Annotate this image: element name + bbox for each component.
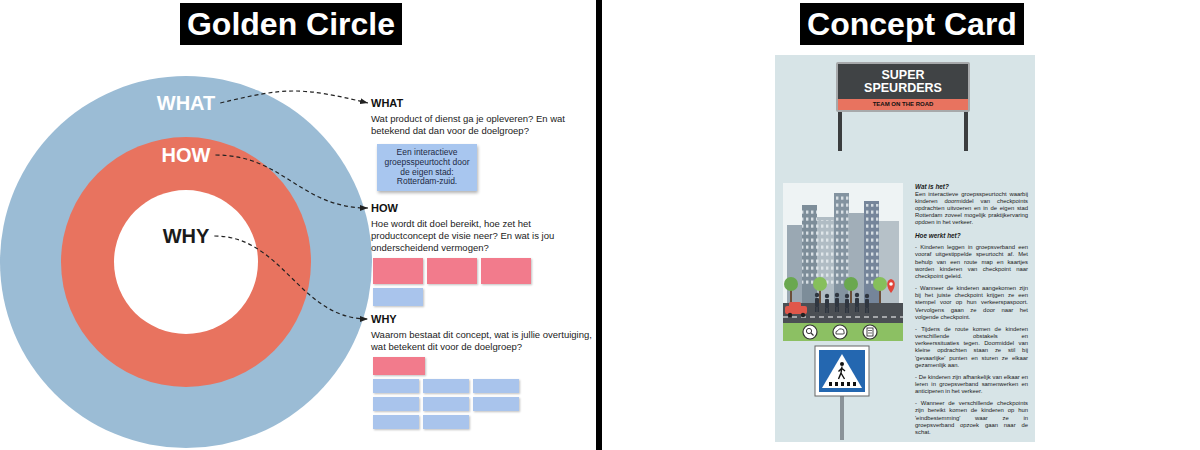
location-pin-dot [889, 282, 893, 286]
title-holder: Concept Card [786, 3, 1038, 45]
ring-fill [0, 76, 372, 448]
note-row [371, 415, 593, 429]
blank-sticky-note [423, 397, 469, 411]
question-section: WHY Waarom bestaat dit concept, wat is ju… [371, 312, 593, 429]
note-row [371, 397, 593, 411]
section-question: Wat product of dienst ga je opleveren? E… [371, 113, 593, 137]
red-car [785, 302, 807, 317]
blank-sticky-note [373, 258, 423, 284]
question-section: HOW Hoe wordt dit doel bereikt, hoe zet h… [371, 201, 593, 306]
section-heading: HOW [371, 201, 593, 215]
blank-sticky-note [373, 379, 419, 393]
card-paragraph: - Tijdens de route komen de kinderen ver… [915, 326, 1028, 369]
ring-label: WHY [163, 224, 210, 248]
golden-circle-ring: WHAT HOW WHY [0, 76, 372, 448]
section-heading: WHY [371, 312, 593, 326]
golden-circle-ring: HOW WHY [61, 137, 311, 387]
card-paragraph: - Wanneer de verschillende checkpoints z… [915, 400, 1028, 436]
grass-strip [783, 323, 903, 341]
divider-line [596, 0, 602, 450]
question-section: WHAT Wat product of dienst ga je oplevere… [371, 96, 593, 137]
card-paragraph: - Wanneer de kinderen aangekomen zijn bi… [915, 285, 1028, 321]
ring-fill [61, 137, 311, 387]
note-row [371, 357, 593, 375]
section-heading: WHAT [371, 96, 593, 110]
sticky-text: Een interactieve groepsspeurtocht door d… [382, 148, 472, 187]
title-holder: Golden Circle [168, 3, 414, 45]
street-sign: SUPER SPEURDERSTEAM ON THE ROAD [836, 62, 970, 112]
ring-label: WHAT [157, 91, 216, 115]
blank-sticky-note [423, 379, 469, 393]
location-pin [887, 279, 895, 293]
blank-sticky-note [373, 415, 419, 429]
card-heading: Wat is het? [915, 183, 1028, 191]
card-paragraph: - Kinderen leggen in groepsverband een v… [915, 244, 1028, 280]
city-buildings [787, 193, 899, 305]
golden-circle-ring: WHY [114, 190, 258, 334]
title-banner: Concept Card [800, 3, 1024, 45]
blank-sticky-note [423, 415, 469, 429]
blank-sticky-note [473, 379, 519, 393]
sign-band: TEAM ON THE ROAD [838, 99, 968, 110]
title-banner: Golden Circle [180, 3, 402, 45]
blank-sticky-note [373, 357, 425, 375]
sticky-note: Een interactieve groepsspeurtocht door d… [377, 144, 477, 191]
card-heading: Hoe werkt het? [915, 232, 1028, 240]
note-row [371, 258, 593, 284]
blank-sticky-note [427, 258, 477, 284]
ring-label: HOW [162, 143, 211, 167]
concept-card: Wat is het?Een interactieve groepsspeurt… [775, 55, 1035, 442]
road-marking [783, 317, 903, 318]
sign-title: SUPER SPEURDERS [857, 64, 949, 99]
icon-row [803, 325, 877, 339]
blank-sticky-note [373, 288, 423, 306]
card-paragraph: - De kinderen zijn afhankelijk van elkaa… [915, 374, 1028, 395]
road [783, 303, 903, 323]
note-row [371, 288, 593, 306]
ring-shape [114, 190, 258, 334]
card-text-column: Wat is het?Een interactieve groepsspeurt… [915, 183, 1028, 436]
blank-sticky-note [473, 397, 519, 411]
note-row [371, 379, 593, 393]
blank-sticky-note [373, 397, 419, 411]
children-group [815, 293, 869, 313]
section-question: Hoe wordt dit doel bereikt, hoe zet het … [371, 218, 593, 254]
sky [783, 183, 903, 305]
crossing-sign [815, 346, 869, 440]
card-paragraph: Een interactieve groepsspeurtocht waarbi… [915, 191, 1028, 227]
section-question: Waarom bestaat dit concept, wat is julli… [371, 329, 593, 353]
ring-fill [114, 190, 258, 334]
blank-sticky-note [481, 258, 531, 284]
